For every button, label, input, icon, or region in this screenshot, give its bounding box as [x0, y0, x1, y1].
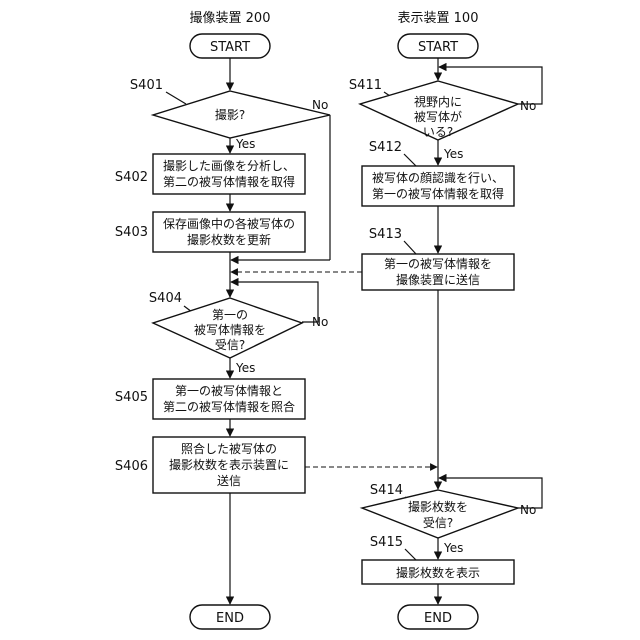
start-terminal-right: START	[398, 34, 478, 58]
end-label-right: END	[424, 611, 452, 626]
yes-label-s404: Yes	[235, 361, 255, 375]
leader-line	[405, 549, 416, 560]
step-id-s406: S406	[115, 459, 148, 474]
step-id-s405: S405	[115, 390, 148, 405]
process-s402-line2: 第二の被写体情報を取得	[163, 174, 295, 189]
decision-s411: 視野内に 被写体が いる?	[360, 81, 518, 140]
decision-s401: 撮影?	[153, 91, 330, 138]
end-label-left: END	[216, 611, 244, 626]
step-id-s415: S415	[370, 535, 403, 550]
start-terminal-left: START	[190, 34, 270, 58]
process-s412-line1: 被写体の顔認識を行い、	[372, 170, 504, 185]
process-s402-line1: 撮影した画像を分析し、	[163, 159, 295, 173]
process-s405-line2: 第二の被写体情報を照合	[163, 399, 295, 414]
process-s403: 保存画像中の各被写体の 撮影枚数を更新	[153, 212, 305, 252]
leader-line	[404, 241, 416, 254]
decision-s411-line2: 被写体が	[414, 109, 462, 124]
leader-line	[404, 154, 416, 166]
step-id-s404: S404	[149, 291, 182, 306]
decision-s401-text: 撮影?	[215, 108, 245, 122]
process-s413: 第一の被写体情報を 撮像装置に送信	[362, 254, 514, 290]
process-s415: 撮影枚数を表示	[362, 560, 514, 584]
process-s415-text: 撮影枚数を表示	[396, 565, 480, 580]
process-s403-line2: 撮影枚数を更新	[187, 232, 271, 247]
step-id-s403: S403	[115, 225, 148, 240]
end-terminal-right: END	[398, 605, 478, 629]
decision-s411-line1: 視野内に	[414, 94, 462, 109]
start-label-right: START	[418, 40, 458, 55]
leader-line	[166, 92, 186, 104]
no-label-s414: No	[520, 503, 536, 517]
decision-s414-line2: 受信?	[423, 516, 453, 530]
step-id-s413: S413	[369, 227, 402, 242]
no-label-s404: No	[312, 315, 328, 329]
header-imaging-device: 撮像装置 200	[190, 10, 271, 26]
process-s413-line1: 第一の被写体情報を	[384, 257, 492, 271]
process-s405: 第一の被写体情報と 第二の被写体情報を照合	[153, 379, 305, 419]
decision-s411-line3: いる?	[423, 125, 453, 139]
decision-s404: 第一の 被写体情報を 受信?	[153, 298, 302, 358]
process-s403-line1: 保存画像中の各被写体の	[163, 216, 295, 231]
process-s405-line1: 第一の被写体情報と	[175, 384, 283, 398]
end-terminal-left: END	[190, 605, 270, 629]
process-s406-line3: 送信	[217, 473, 241, 488]
yes-label-s401: Yes	[235, 137, 255, 151]
step-id-s401: S401	[130, 78, 163, 93]
header-display-device: 表示装置 100	[398, 11, 479, 26]
decision-s404-line3: 受信?	[215, 338, 245, 352]
yes-label-s414: Yes	[443, 541, 463, 555]
no-label-s411: No	[520, 99, 536, 113]
decision-s404-line2: 被写体情報を	[194, 323, 266, 337]
process-s412: 被写体の顔認識を行い、 第一の被写体情報を取得	[362, 166, 514, 206]
process-s413-line2: 撮像装置に送信	[396, 272, 480, 287]
decision-s404-line1: 第一の	[212, 308, 248, 322]
process-s406: 照合した被写体の 撮影枚数を表示装置に 送信	[153, 437, 305, 493]
process-s406-line2: 撮影枚数を表示装置に	[169, 457, 289, 472]
start-label-left: START	[210, 40, 250, 55]
process-s412-line2: 第一の被写体情報を取得	[372, 186, 504, 201]
step-id-s402: S402	[115, 170, 148, 185]
process-s406-line1: 照合した被写体の	[181, 441, 277, 456]
yes-label-s411: Yes	[443, 147, 463, 161]
step-id-s412: S412	[369, 140, 402, 155]
process-s402: 撮影した画像を分析し、 第二の被写体情報を取得	[153, 154, 305, 194]
step-id-s411: S411	[349, 78, 382, 93]
step-id-s414: S414	[370, 483, 403, 498]
no-label-s401: No	[312, 98, 328, 112]
decision-s414-line1: 撮影枚数を	[408, 499, 468, 514]
